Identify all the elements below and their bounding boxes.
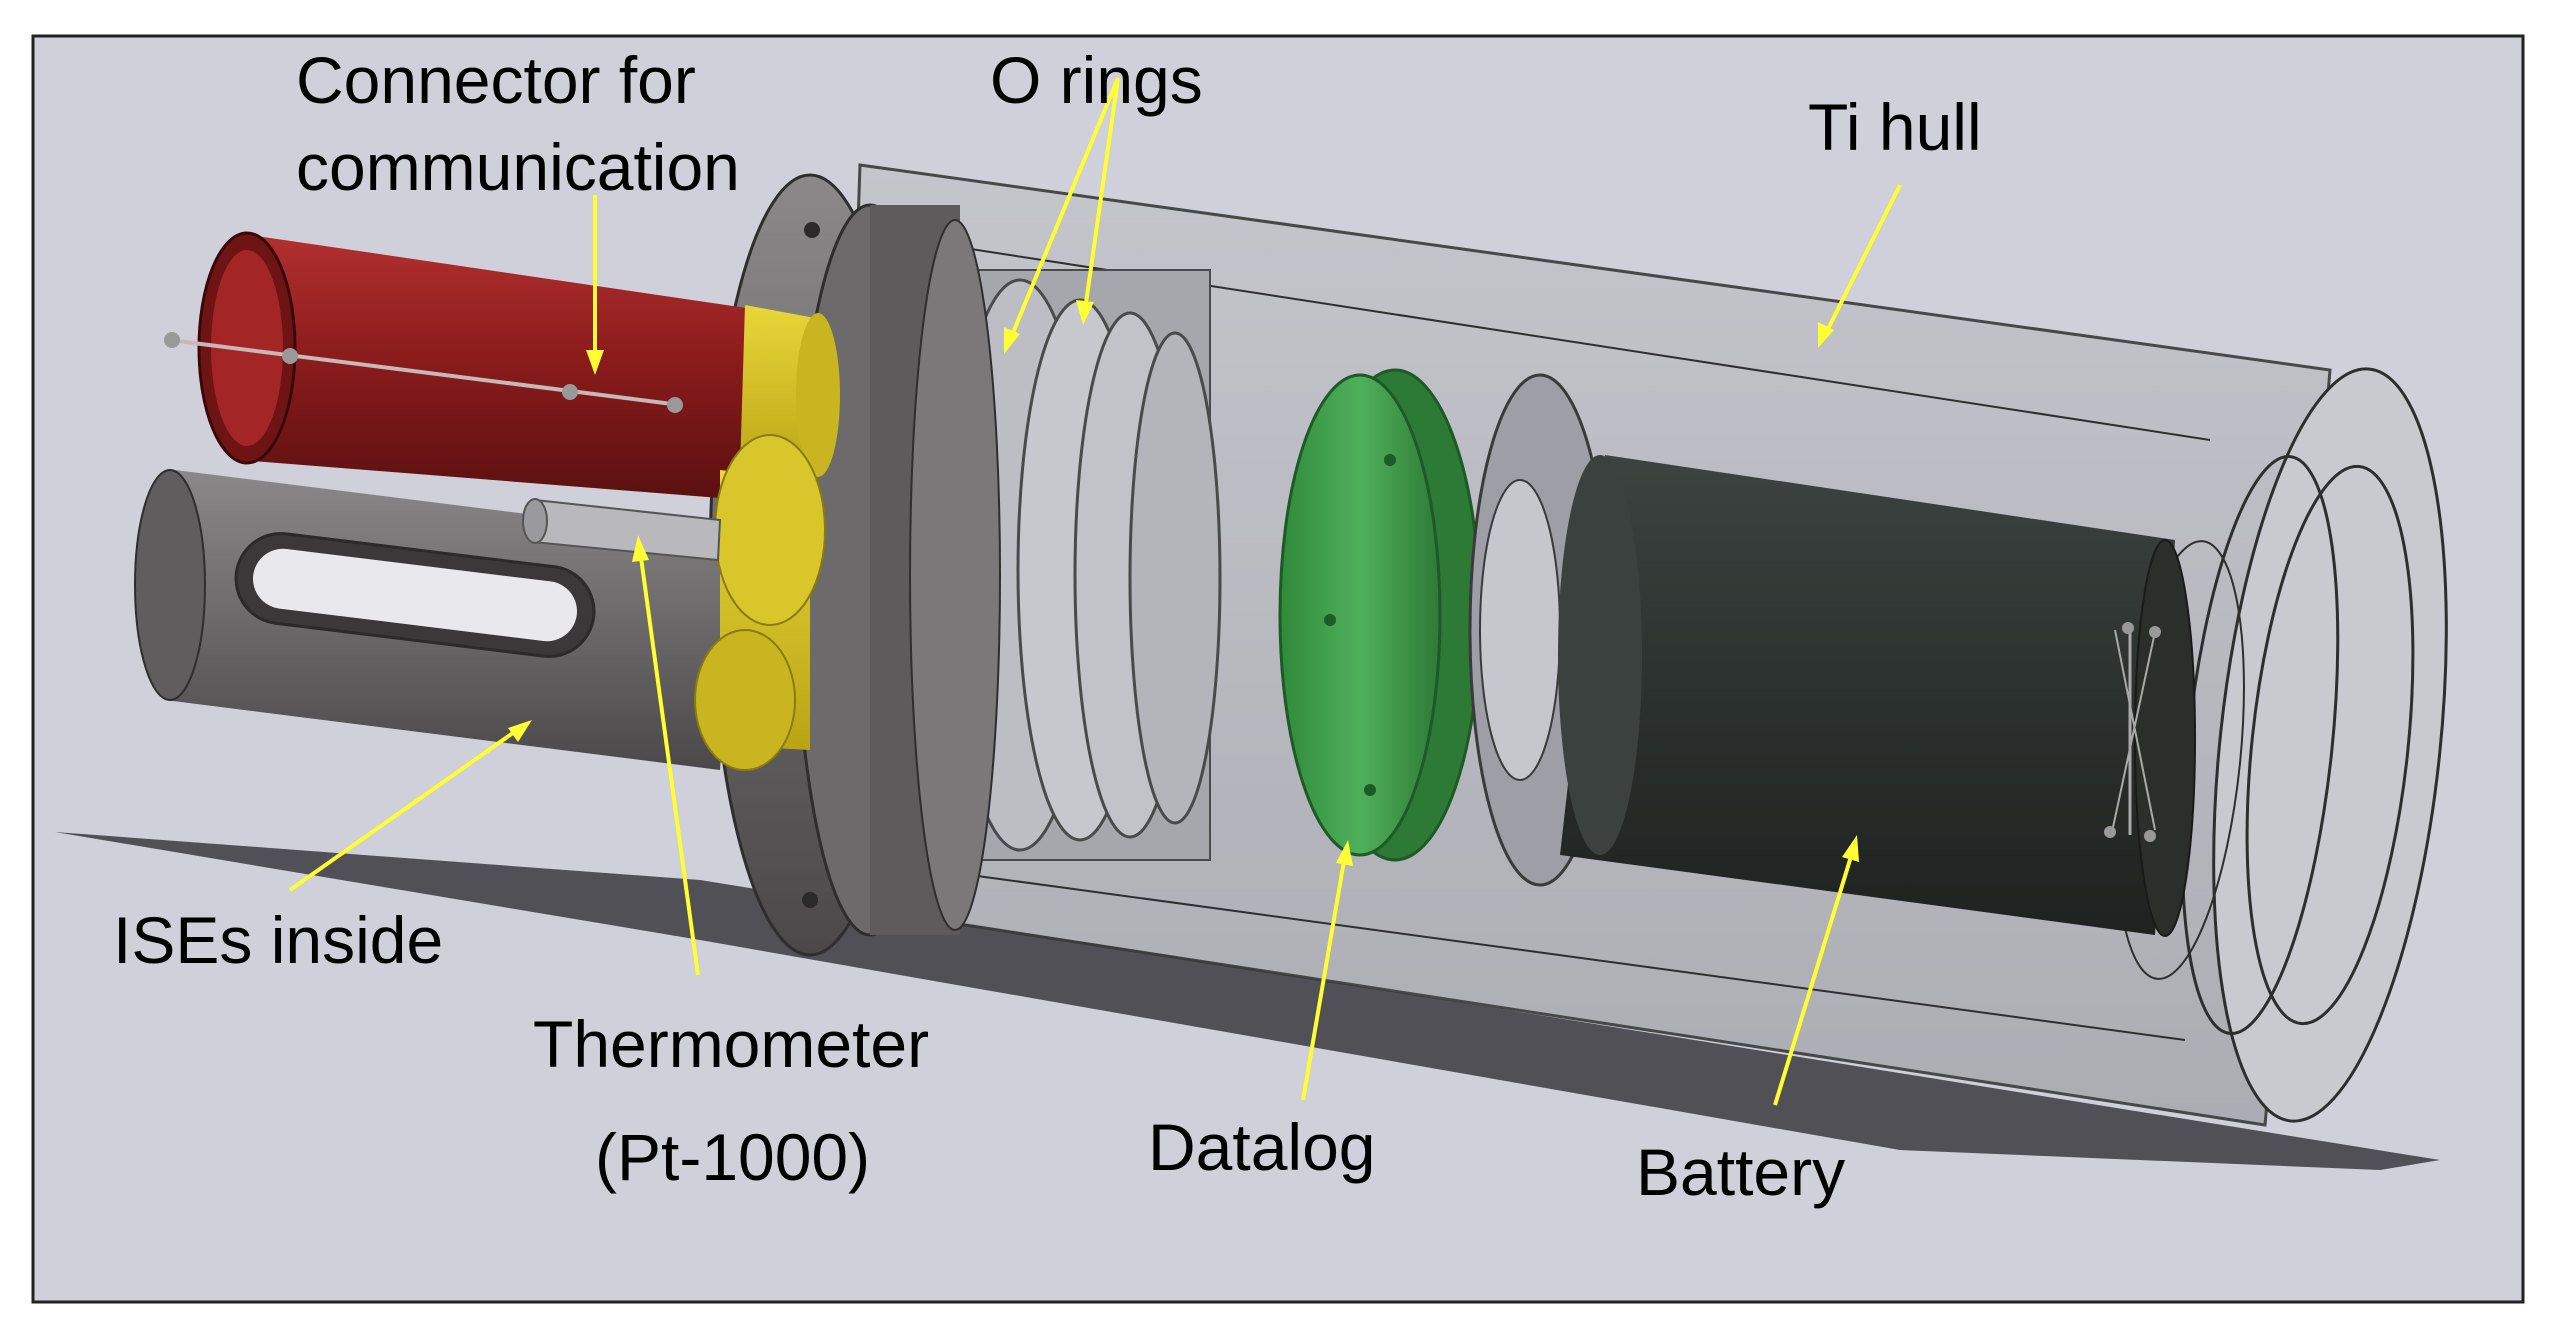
thermometer-label-line1: Thermometer (533, 1007, 929, 1081)
o-rings-arrow-1 (1004, 77, 1120, 354)
connector-label-line1: Connector for (296, 43, 696, 117)
battery-cell (1558, 455, 2196, 937)
o-rings-label: O rings (990, 43, 1203, 117)
datalog-label: Datalog (1148, 1110, 1376, 1184)
ises-inside-label: ISEs inside (113, 903, 443, 977)
connector-label-line2: communication (296, 130, 740, 204)
ises-arrow (288, 720, 532, 892)
ground-shadow (55, 832, 2440, 1170)
callout-arrows (288, 77, 1902, 1106)
ti-hull-arrow (1818, 184, 1902, 348)
ti-hull-label: Ti hull (1808, 90, 1982, 164)
datalog-arrow (1301, 840, 1353, 1101)
thermometer-probe (522, 498, 722, 562)
thermometer-arrow (632, 535, 700, 976)
communication-connector (164, 231, 840, 500)
battery-label: Battery (1636, 1135, 1845, 1209)
connector-arrow (586, 195, 604, 375)
o-rings-arrow-2 (1076, 77, 1120, 325)
thermometer-label-line2: (Pt-1000) (595, 1120, 870, 1194)
battery-arrow (1773, 835, 1859, 1106)
datalog-board (1278, 368, 1482, 862)
